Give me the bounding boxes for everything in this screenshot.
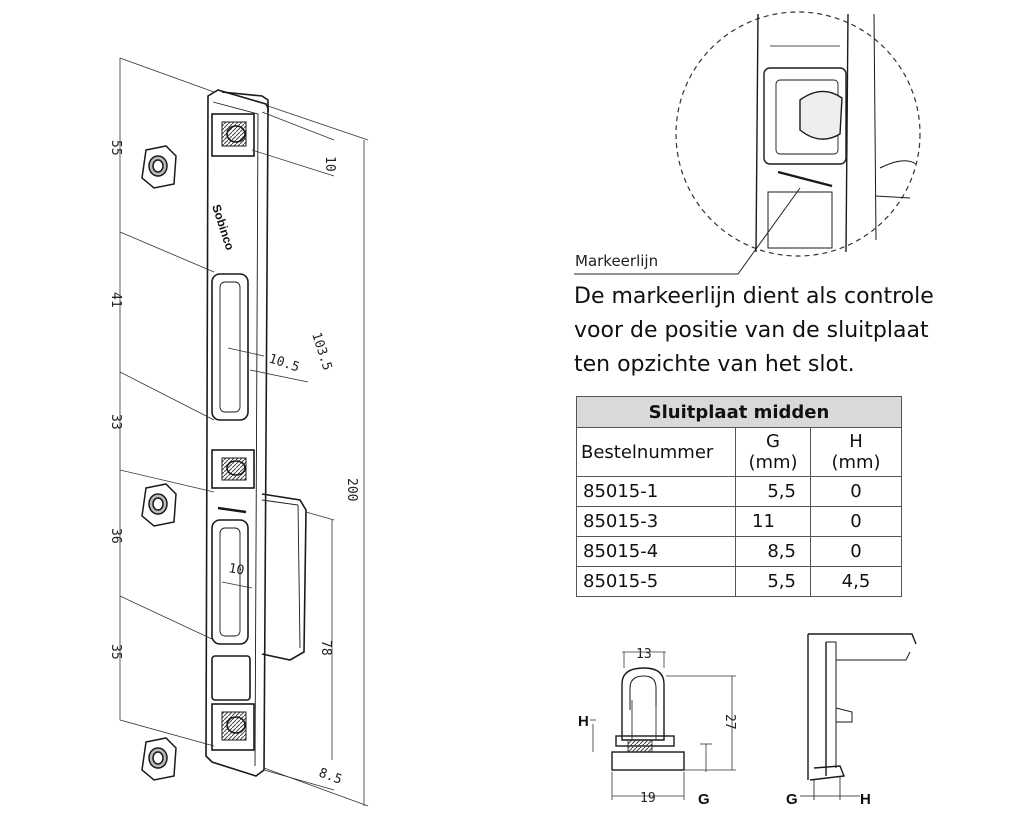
table-row: 85015-3 11 0 bbox=[576, 506, 902, 537]
dim-8-5: 8.5 bbox=[317, 766, 344, 788]
table-row: 85015-1 5,5 0 bbox=[576, 476, 902, 507]
dim-35: 35 bbox=[108, 644, 123, 660]
description-line: ten opzichte van het slot. bbox=[574, 352, 855, 377]
dim-13: 13 bbox=[636, 647, 652, 662]
keeper-detail-front bbox=[611, 667, 685, 771]
header-g: G (mm) bbox=[735, 427, 811, 477]
dim-200: 200 bbox=[344, 478, 359, 501]
table-title: Sluitplaat midden bbox=[576, 396, 902, 428]
screw-nut-top bbox=[141, 145, 177, 189]
dim-33: 33 bbox=[108, 414, 123, 430]
spec-table: Sluitplaat midden Bestelnummer G (mm) H … bbox=[576, 396, 902, 597]
table-title-row: Sluitplaat midden bbox=[576, 396, 902, 428]
cell-g: 5,5 bbox=[735, 566, 811, 597]
dim-10-5: 10.5 bbox=[267, 352, 301, 376]
dim-10-top: 10 bbox=[322, 156, 337, 172]
description: De markeerlijn dient als controle voor d… bbox=[574, 280, 994, 382]
detail-view bbox=[574, 11, 921, 275]
table-header-row: Bestelnummer G (mm) H (mm) bbox=[576, 427, 902, 477]
cell-g: 11 bbox=[735, 506, 811, 537]
dim-10-mid: 10 bbox=[227, 561, 245, 578]
cell-order: 85015-1 bbox=[576, 476, 736, 507]
dimension-lines bbox=[119, 57, 369, 807]
keeper-detail-front-dims bbox=[590, 651, 736, 800]
header-h: H (mm) bbox=[810, 427, 902, 477]
header-order: Bestelnummer bbox=[576, 427, 736, 477]
cell-h: 4,5 bbox=[810, 566, 902, 597]
header-g-unit: (mm) bbox=[748, 452, 798, 473]
header-h-unit: (mm) bbox=[831, 452, 881, 473]
dim-27: 27 bbox=[722, 714, 737, 730]
header-g-label: G bbox=[766, 431, 780, 452]
dim-78: 78 bbox=[318, 640, 333, 656]
dim-36: 36 bbox=[108, 528, 123, 544]
callout-label: Markeerlijn bbox=[575, 252, 659, 270]
cell-order: 85015-4 bbox=[576, 536, 736, 567]
description-line: De markeerlijn dient als controle bbox=[574, 284, 934, 309]
brand-mark: Sobinco bbox=[209, 203, 237, 252]
dim-103-5: 103.5 bbox=[308, 331, 334, 373]
label-g-left: G bbox=[698, 791, 710, 808]
cell-g: 8,5 bbox=[735, 536, 811, 567]
header-h-label: H bbox=[849, 431, 863, 452]
cell-order: 85015-3 bbox=[576, 506, 736, 537]
cell-g: 5,5 bbox=[735, 476, 811, 507]
dim-41: 41 bbox=[108, 292, 123, 308]
label-h-left: H bbox=[578, 713, 589, 730]
screw-nut-bottom bbox=[141, 737, 177, 781]
keeper-detail-side bbox=[800, 633, 917, 800]
label-h-right: H bbox=[860, 791, 871, 808]
dim-19: 19 bbox=[640, 791, 656, 806]
cell-h: 0 bbox=[810, 506, 902, 537]
cell-order: 85015-5 bbox=[576, 566, 736, 597]
cell-h: 0 bbox=[810, 476, 902, 507]
table-row: 85015-4 8,5 0 bbox=[576, 536, 902, 567]
dim-55: 55 bbox=[108, 140, 123, 156]
cell-h: 0 bbox=[810, 536, 902, 567]
description-line: voor de positie van de sluitplaat bbox=[574, 318, 929, 343]
label-g-right: G bbox=[786, 791, 798, 808]
strike-plate-drawing bbox=[205, 89, 307, 777]
table-row: 85015-5 5,5 4,5 bbox=[576, 566, 902, 597]
screw-nut-middle bbox=[141, 483, 177, 527]
